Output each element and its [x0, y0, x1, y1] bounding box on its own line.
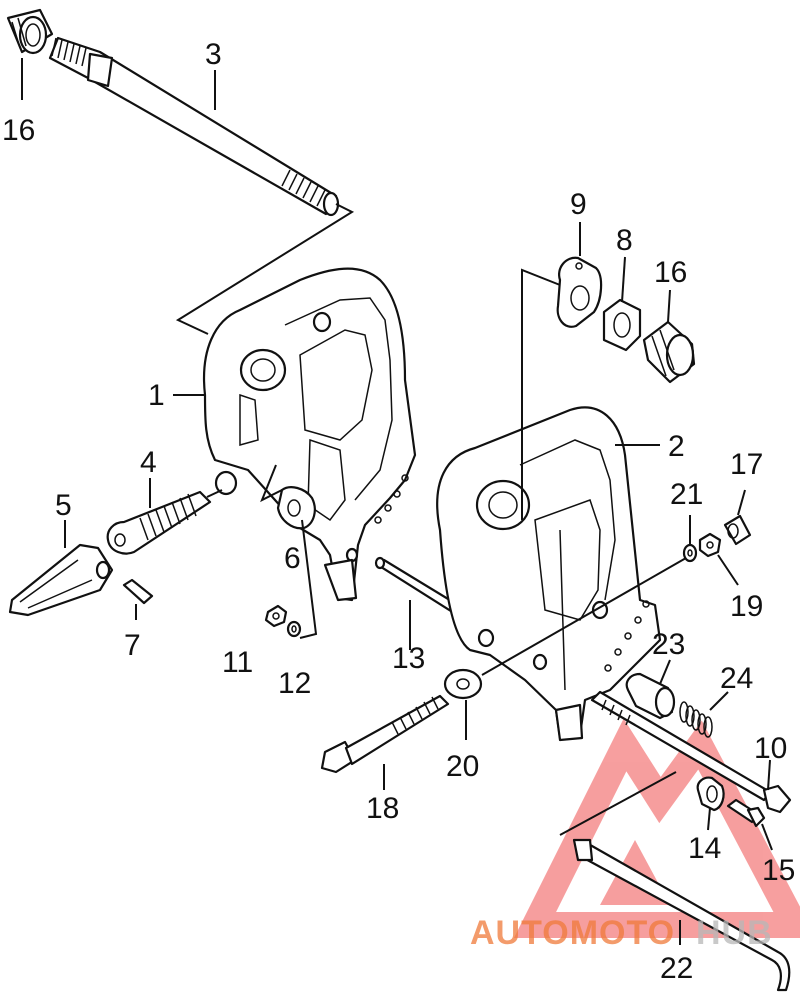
leader-22-line: [559, 771, 677, 836]
part-16-cap-right: [642, 320, 696, 384]
callout-20: 20: [446, 750, 479, 783]
callout-16-right: 16: [654, 256, 687, 289]
watermark-hub: HUB: [696, 914, 773, 952]
part-17-sleeve: [723, 514, 752, 546]
callout-23: 23: [652, 628, 685, 661]
watermark-text: AUTOMOTO HUB: [470, 914, 773, 952]
watermark-automoto: AUTOMOTO: [470, 914, 675, 952]
callout-16-left: 16: [2, 114, 35, 147]
callout-14: 14: [688, 832, 721, 865]
part-22-rod: [572, 838, 791, 992]
part-23-sleeve: [625, 672, 676, 720]
callout-1: 1: [148, 379, 165, 412]
part-20-washer: [443, 668, 483, 700]
part-14-collar: [696, 776, 725, 812]
callout-18: 18: [366, 792, 399, 825]
callout-19: 19: [730, 590, 763, 623]
leader-17: [737, 489, 746, 516]
callout-11: 11: [222, 646, 253, 679]
callout-3: 3: [205, 38, 222, 71]
part-6-bushing: [260, 464, 316, 530]
part-12-washer: [286, 620, 302, 638]
part-7-pin: [122, 578, 154, 605]
leader-23: [659, 659, 671, 685]
part-24-spring: [679, 701, 713, 738]
callout-13: 13: [392, 642, 425, 675]
callout-9: 9: [570, 188, 587, 221]
part-2-clamp-bracket: [436, 406, 662, 742]
part-16-cap-left: [6, 8, 54, 55]
callout-5: 5: [55, 489, 72, 522]
part-9-plate: [556, 256, 603, 328]
leader-9-to-2: [521, 268, 561, 520]
callout-24: 24: [720, 662, 753, 695]
leader-14: [707, 807, 711, 831]
callout-8: 8: [616, 224, 633, 257]
leader-24: [709, 691, 729, 711]
callout-7: 7: [124, 629, 141, 662]
part-18-bolt: [320, 694, 450, 774]
callout-15: 15: [762, 854, 795, 887]
callout-22: 22: [660, 952, 693, 985]
part-15-bolt: [726, 798, 766, 828]
leader-3-to-1: [175, 203, 355, 335]
part-11-nut: [264, 604, 288, 628]
callout-12: 12: [278, 667, 311, 700]
leader-11-12: [299, 519, 318, 639]
part-8-nut: [602, 298, 642, 352]
leader-21-line: [481, 557, 687, 676]
callout-10: 10: [754, 732, 787, 765]
callout-21: 21: [670, 478, 703, 511]
part-5-lever: [8, 543, 114, 617]
callout-labels: 3 16 1 4 5 6 7 11 12 13 9 8 16 2 17 21 1…: [2, 38, 795, 985]
leader-15: [761, 823, 773, 851]
part-19-nut: [698, 532, 722, 558]
part-4-adjusting-rod: [106, 489, 223, 555]
callout-6: 6: [284, 542, 301, 575]
part-3-tube: [48, 36, 340, 217]
part-10-bolt: [590, 690, 792, 814]
callout-2: 2: [668, 430, 685, 463]
callout-4: 4: [140, 446, 157, 479]
part-1-clamp-bracket: [203, 267, 417, 602]
leader-10: [767, 759, 771, 791]
leader-19: [717, 554, 739, 586]
callout-17: 17: [730, 448, 763, 481]
